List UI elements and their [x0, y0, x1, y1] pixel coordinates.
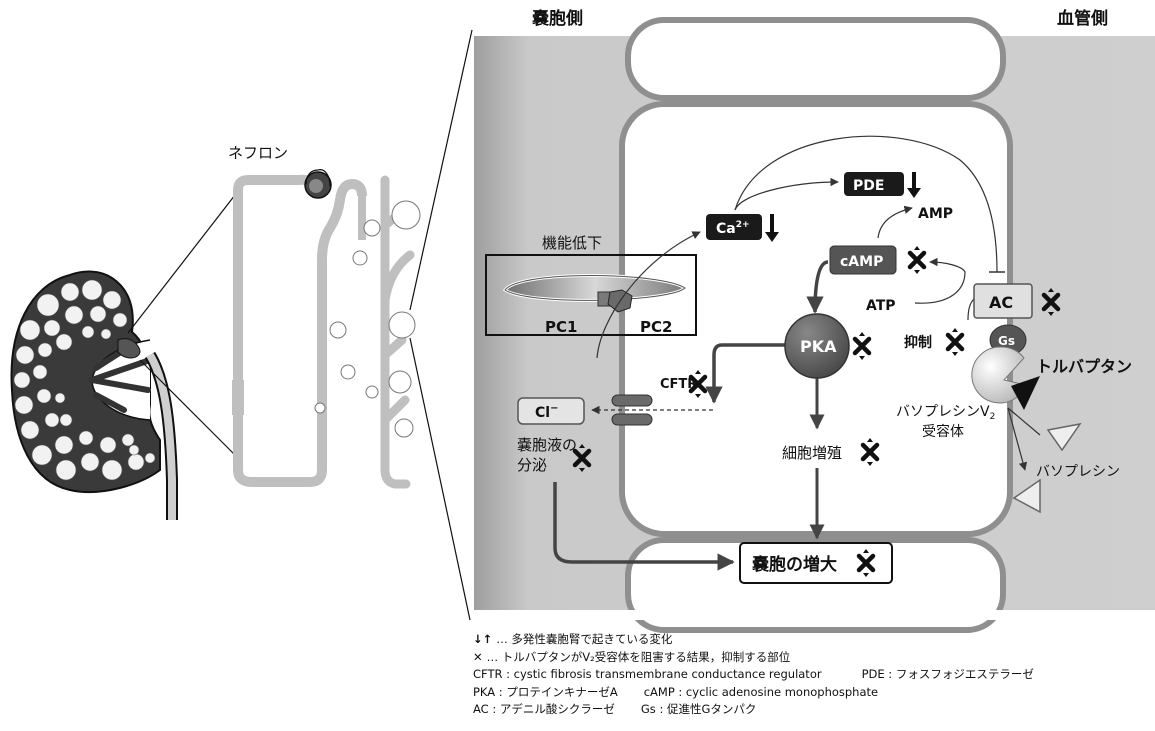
chloride-label: Cl — [535, 405, 550, 421]
legend-block-text: … トルバプタンがV₂受容体を阻害する結果，抑制する部位 — [486, 649, 791, 664]
pde-down-arrow — [907, 172, 921, 198]
legend-change-symbol: ↓↑ — [473, 632, 493, 646]
receptor-subscript: 2 — [990, 412, 996, 422]
tolvaptan-molecule — [1011, 376, 1040, 410]
nephron-label: ネフロン — [228, 144, 288, 162]
tolvaptan-label: トルバプタン — [1036, 357, 1132, 376]
svg-text:Cl−: Cl− — [535, 403, 558, 421]
abbr-gs: Gs : 促進性Gタンパク — [640, 702, 757, 716]
cyst-side-label: 嚢胞側 — [531, 8, 583, 29]
vasopressin-molecule-2 — [1012, 478, 1041, 514]
enlargement-box — [739, 542, 893, 584]
receptor-label-line2: 受容体 — [922, 423, 964, 440]
camp-label: cAMP — [840, 254, 883, 270]
pka-circle — [784, 313, 850, 379]
legend: ↓↑… 多発性嚢胞腎で起きている変化 ✕… トルバプタンがV₂受容体を阻害する結… — [473, 631, 1153, 719]
legend-block-symbol: ✕ — [473, 649, 483, 664]
svg-text:バソプレシンV2: バソプレシンV2 — [896, 404, 995, 422]
legend-abbr-row-3: AC : アデニル酸シクラーゼ Gs : 促進性Gタンパク — [473, 701, 1153, 719]
legend-change-row: ↓↑… 多発性嚢胞腎で起きている変化 — [473, 631, 1153, 649]
amp-label: AMP — [918, 206, 953, 222]
secretion-label-line2: 分泌 — [517, 456, 547, 474]
abbr-pka: PKA : プロテインキナーゼA — [473, 684, 618, 699]
svg-text:Ca2+: Ca2+ — [716, 220, 750, 237]
pka-label: PKA — [800, 337, 837, 356]
nephron-illustration: ネフロン — [228, 144, 421, 489]
gs-label: Gs — [998, 334, 1015, 348]
kidney-illustration — [10, 270, 178, 520]
pc2-label: PC2 — [640, 318, 672, 336]
ac-box — [973, 283, 1033, 319]
calcium-box — [706, 214, 762, 240]
vasopressin-molecule-1 — [1046, 422, 1082, 452]
calcium-charge: 2+ — [736, 220, 750, 230]
receptor-label-line1: バソプレシンV — [896, 404, 990, 420]
legend-abbr-row-1: CFTR : cystic fibrosis transmembrane con… — [473, 666, 1153, 684]
chloride-box — [517, 397, 585, 425]
legend-block-row: ✕… トルバプタンがV₂受容体を阻害する結果，抑制する部位 — [473, 649, 1153, 667]
v2-receptor — [971, 346, 1027, 404]
secretion-label-line1: 嚢胞液の — [517, 436, 577, 454]
abbr-cftr: CFTR : cystic fibrosis transmembrane con… — [473, 667, 822, 681]
cftr-label: CFTR — [660, 377, 697, 392]
atp-label: ATP — [866, 298, 896, 314]
blood-side-label: 血管側 — [1057, 8, 1108, 29]
pc1-label: PC1 — [545, 318, 577, 336]
inhibition-label: 抑制 — [904, 334, 932, 351]
legend-change-text: … 多発性嚢胞腎で起きている変化 — [496, 632, 673, 646]
abbr-camp: cAMP : cyclic adenosine monophosphate — [643, 684, 879, 699]
calcium-down-arrow — [765, 214, 779, 242]
pde-box — [844, 172, 904, 196]
vasopressin-label: バソプレシン — [1036, 464, 1120, 480]
proliferation-label: 細胞増殖 — [782, 444, 842, 462]
reduced-function-label: 機能低下 — [542, 234, 602, 252]
chloride-charge: − — [550, 403, 558, 414]
abbr-pde: PDE : フォスフォジエステラーゼ — [861, 667, 1034, 681]
camp-box — [829, 245, 897, 275]
cftr-channel — [611, 394, 653, 426]
legend-abbr-row-2: PKA : プロテインキナーゼA cAMP : cyclic adenosine … — [473, 684, 1153, 702]
abbr-ac: AC : アデニル酸シクラーゼ — [473, 702, 615, 716]
ac-label: AC — [989, 293, 1013, 312]
enlargement-label: 嚢胞の増大 — [751, 554, 837, 575]
pde-label: PDE — [853, 178, 884, 194]
calcium-label: Ca — [716, 221, 736, 237]
